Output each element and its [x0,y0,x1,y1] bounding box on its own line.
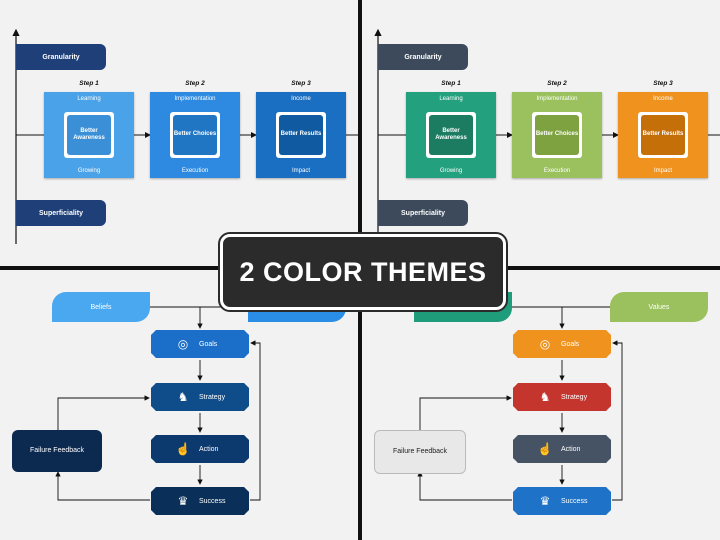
granularity-tag: Granularity [16,44,106,70]
step-3-label: Step 3 [291,80,311,87]
step-3-inner: Better Results [641,115,685,155]
step-1-top-text: Learning [77,96,101,102]
success-box: ♛Success [513,487,611,515]
step-3-top-text: Income [291,96,311,102]
chess-knight-icon: ♞ [177,390,189,404]
step-2-bottom-text: Execution [181,168,209,174]
chess-knight-icon: ♞ [539,390,551,404]
step-3-box: Income Better Results Impact [618,92,708,178]
step-2-top-text: Implementation [174,96,216,102]
quadrant-bottom-right: Beliefs Values ◎Goals ♞Strategy ☝Action … [362,270,720,540]
quadrant-bottom-left: Beliefs Values ◎Goals ♞Strategy ☝Action … [0,270,358,540]
color-themes-banner: 2 COLOR THEMES [220,234,506,310]
step-2-label: Step 2 [547,80,567,87]
step-2-inner: Better Choices [535,115,579,155]
step-3-bottom-text: Impact [291,168,310,174]
pointer-hand-icon: ☝ [537,442,553,456]
step-1-label: Step 1 [441,80,461,87]
goals-box: ◎Goals [513,330,611,358]
beliefs-pill: Beliefs [52,292,150,322]
success-box: ♛Success [151,487,249,515]
step-3-top-text: Income [653,96,673,102]
step-3-box: Income Better Results Impact [256,92,346,178]
step-2-inner: Better Choices [173,115,217,155]
strategy-box: ♞Strategy [513,383,611,411]
step-2-label: Step 2 [185,80,205,87]
target-icon: ◎ [177,337,189,351]
step-2-box: Implementation Better Choices Execution [512,92,602,178]
action-box: ☝Action [151,435,249,463]
goals-box: ◎Goals [151,330,249,358]
step-1-box: Learning Better Awareness Growing [406,92,496,178]
step-2-bottom-text: Execution [543,168,571,174]
quadrant-top-left: Granularity Superficiality Step 1 Step 2… [0,0,358,266]
step-1-top-text: Learning [439,96,463,102]
action-box: ☝Action [513,435,611,463]
strategy-box: ♞Strategy [151,383,249,411]
step-1-box: Learning Better Awareness Growing [44,92,134,178]
step-1-label: Step 1 [79,80,99,87]
team-icon: ♛ [177,494,189,508]
step-1-bottom-text: Growing [77,168,101,174]
target-icon: ◎ [539,337,551,351]
values-pill: Values [610,292,708,322]
failure-feedback-box: Failure Feedback [12,430,102,472]
step-3-bottom-text: Impact [653,168,672,174]
quadrant-top-right: Granularity Superficiality Step 1 Step 2… [362,0,720,266]
team-icon: ♛ [539,494,551,508]
step-2-top-text: Implementation [536,96,578,102]
superficiality-tag: Superficiality [16,200,106,226]
superficiality-tag: Superficiality [378,200,468,226]
pointer-hand-icon: ☝ [175,442,191,456]
step-1-inner: Better Awareness [67,115,111,155]
flow-connectors-bottom-right [417,306,623,501]
step-3-label: Step 3 [653,80,673,87]
granularity-tag: Granularity [378,44,468,70]
step-2-box: Implementation Better Choices Execution [150,92,240,178]
step-3-inner: Better Results [279,115,323,155]
step-1-bottom-text: Growing [439,168,463,174]
failure-feedback-box: Failure Feedback [374,430,466,474]
step-1-inner: Better Awareness [429,115,473,155]
